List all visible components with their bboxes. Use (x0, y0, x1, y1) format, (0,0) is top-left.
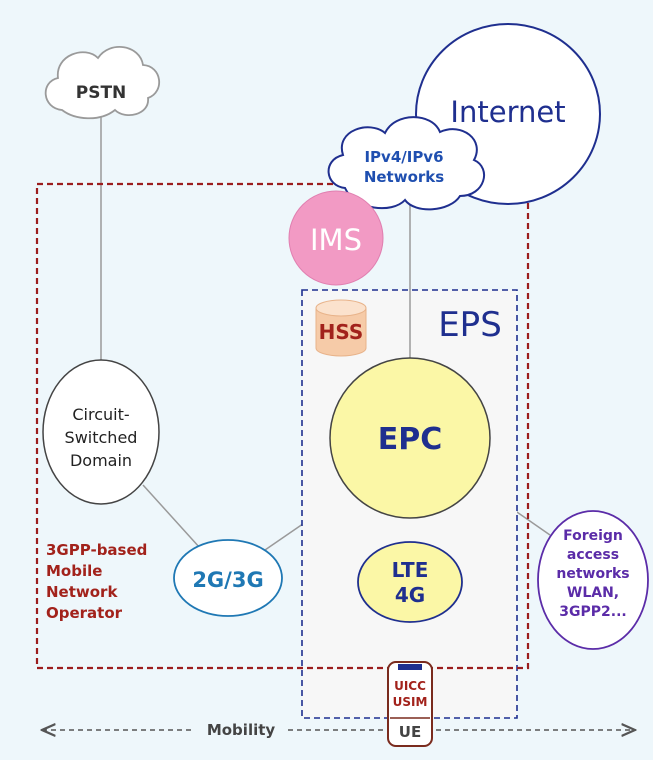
foreign-access-label-5: 3GPP2... (559, 604, 626, 620)
lte-node (357, 541, 463, 623)
foreign-access-label-2: access (567, 547, 619, 563)
foreign-access-label-1: Foreign (563, 528, 623, 544)
foreign-access-label-3: networks (556, 566, 629, 582)
operator-label-2: Mobile (46, 562, 102, 580)
operator-label-3: Network (46, 583, 118, 601)
epc-node (329, 357, 491, 519)
pstn-cloud (44, 46, 160, 120)
line-csd-2g3g (142, 484, 201, 549)
hss-label: HSS (319, 320, 364, 344)
ip-networks-label-1: IPv4/IPv6 (364, 148, 443, 166)
ue-device-icon (387, 661, 433, 747)
circuit-switched-label-3: Domain (70, 451, 132, 470)
ims-node (288, 190, 384, 286)
hss-database-icon (315, 299, 367, 357)
ran-2g3g-node (173, 539, 283, 617)
ims-label: IMS (310, 223, 362, 257)
epc-label: EPC (378, 422, 443, 457)
ran-2g3g-label: 2G/3G (192, 568, 263, 592)
pstn-label: PSTN (76, 83, 127, 103)
ip-networks-cloud (327, 116, 485, 211)
internet-label: Internet (450, 95, 565, 129)
uicc-label-2: USIM (393, 695, 428, 709)
foreign-access-node (537, 510, 649, 650)
mobility-label: Mobility (207, 721, 276, 739)
foreign-access-label-4: WLAN, (567, 585, 619, 601)
eps-label: EPS (438, 305, 502, 345)
ue-label: UE (399, 723, 421, 741)
operator-label-1: 3GPP-based (46, 541, 147, 559)
circuit-switched-label-2: Switched (65, 428, 138, 447)
circuit-switched-node (42, 359, 160, 505)
operator-boundary (35, 182, 530, 670)
operator-label-4: Operator (46, 604, 123, 622)
circuit-switched-label-1: Circuit- (72, 405, 129, 424)
lte-label-2: 4G (395, 583, 425, 607)
uicc-label-1: UICC (394, 679, 426, 693)
ip-networks-label-2: Networks (364, 168, 444, 186)
lte-label-1: LTE (392, 558, 429, 582)
